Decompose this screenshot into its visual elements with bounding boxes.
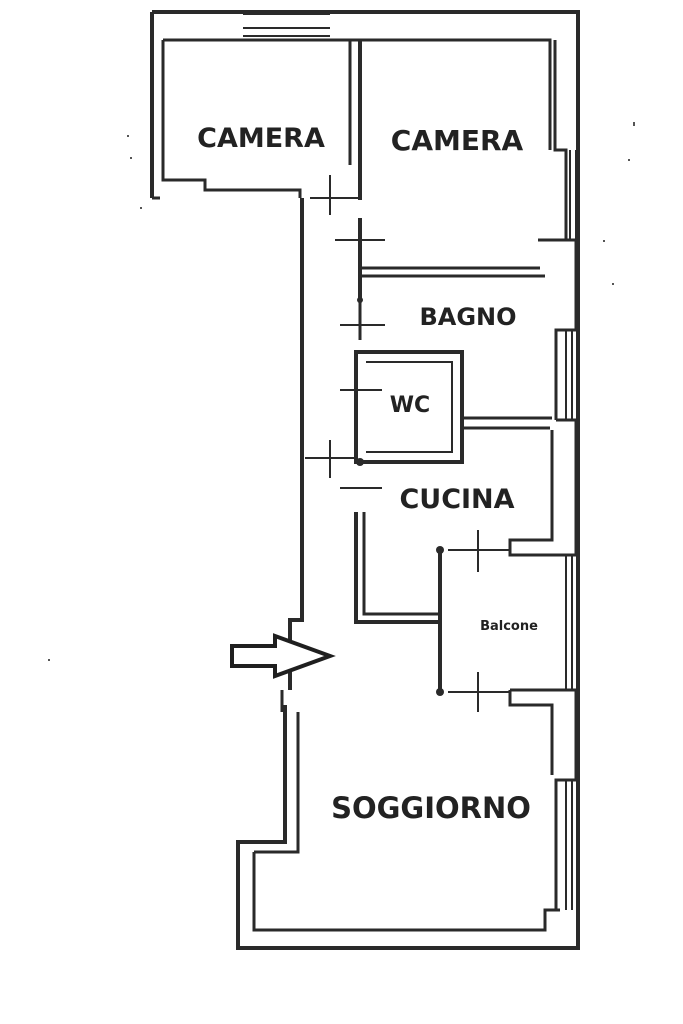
- room-label-balcone: Balcone: [480, 619, 538, 634]
- room-label-cucina: CUCINA: [399, 484, 514, 515]
- room-label-wc: WC: [390, 393, 430, 418]
- outer-walls: [150, 10, 580, 950]
- room-label-camera-2: CAMERA: [391, 124, 524, 157]
- room-label-soggiorno: SOGGIORNO: [331, 791, 531, 825]
- interior-walls: [305, 40, 552, 712]
- room-label-bagno: BAGNO: [419, 303, 516, 331]
- room-label-camera-1: CAMERA: [197, 123, 325, 154]
- scan-specks: [48, 122, 635, 661]
- entrance-arrow: [230, 633, 336, 679]
